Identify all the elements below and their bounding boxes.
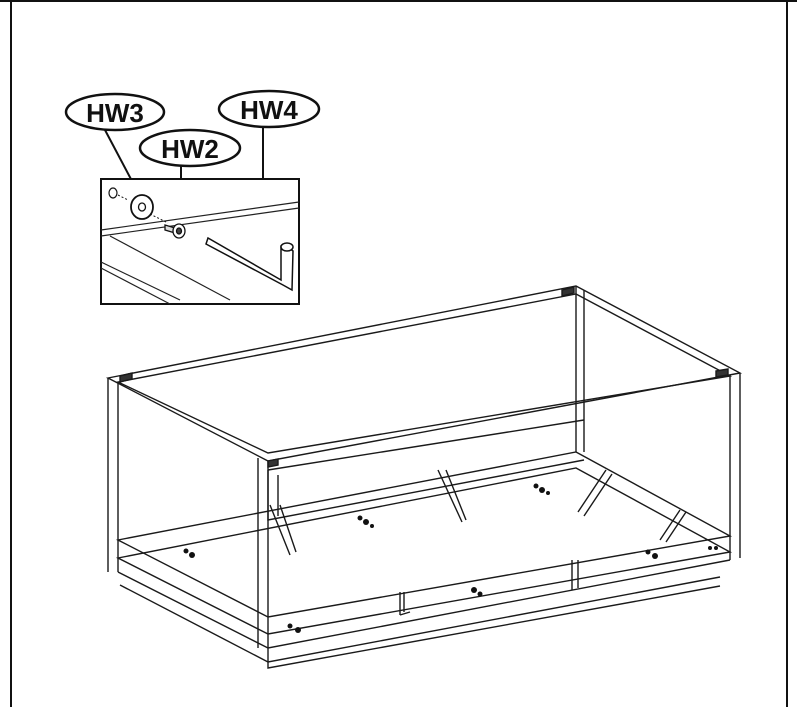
- washer-icon: [130, 194, 154, 220]
- hole-icon: [108, 187, 118, 199]
- detail-inset: [100, 178, 300, 305]
- hardware-marks: [183, 483, 718, 633]
- callout-hw4-label: HW4: [240, 95, 298, 125]
- callout-hw3-label: HW3: [86, 98, 144, 128]
- callout-hw3: HW3: [64, 92, 166, 132]
- frame-drawing: [105, 285, 743, 669]
- callout-hw2: HW2: [138, 128, 242, 168]
- callout-hw4: HW4: [217, 89, 321, 129]
- bolt-icon: [164, 223, 186, 239]
- callout-hw2-label: HW2: [161, 134, 219, 164]
- allen-key-icon: [205, 236, 294, 292]
